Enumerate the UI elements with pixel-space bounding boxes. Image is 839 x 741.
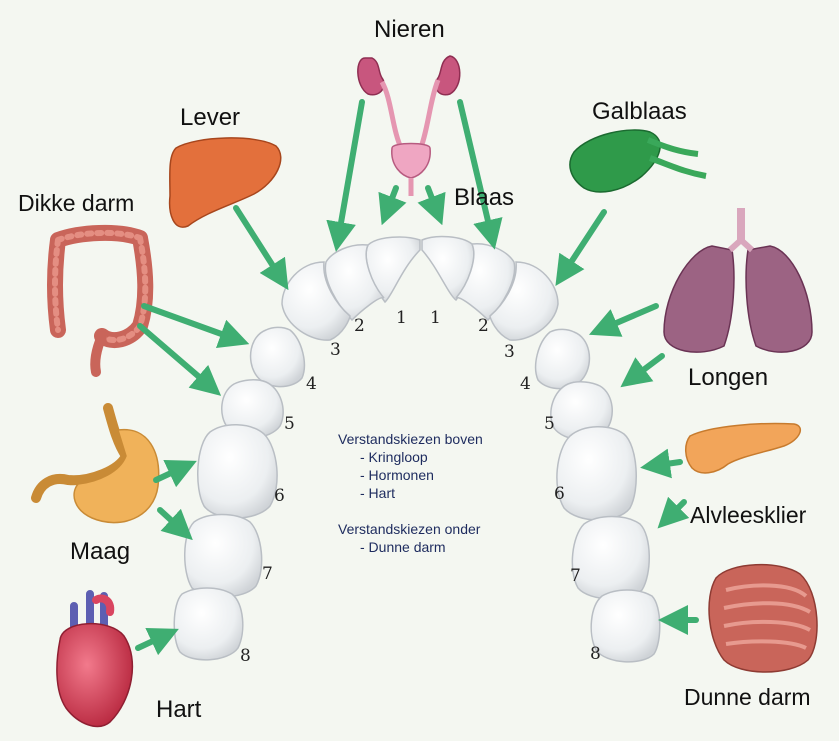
arrow-bladder-right: [428, 188, 438, 214]
arrow-kidney-left: [338, 102, 362, 240]
label-alvleesklier: Alvleesklier: [690, 502, 806, 529]
arrow-pancreas-2: [666, 502, 684, 520]
notes-upper-title: Verstandskiezen boven: [338, 430, 528, 448]
tooth-left-4: [251, 327, 305, 386]
label-dunne-darm: Dunne darm: [684, 684, 811, 711]
tooth-number-left-2: 2: [354, 316, 365, 336]
lungs-icon: [664, 208, 812, 352]
tooth-number-right-2: 2: [478, 316, 489, 336]
notes-lower-item: - Dunne darm: [338, 538, 528, 556]
arrow-pancreas-1: [652, 462, 680, 466]
tooth-number-right-5: 5: [544, 414, 555, 434]
label-blaas: Blaas: [454, 184, 514, 212]
small-intestine-icon: [709, 565, 817, 672]
liver-icon: [170, 138, 281, 227]
arrow-kidney-right: [460, 102, 492, 238]
notes-upper-item: - Kringloop: [338, 448, 528, 466]
label-dikke-darm: Dikke darm: [18, 190, 134, 217]
arrow-large-intestine-2: [140, 326, 212, 388]
tooth-number-left-5: 5: [284, 414, 295, 434]
pancreas-icon: [686, 424, 801, 473]
stomach-icon: [36, 408, 159, 523]
tooth-right-6: [557, 427, 636, 520]
tooth-left-8: [174, 588, 243, 660]
notes-lower-title: Verstandskiezen onder: [338, 520, 528, 538]
tooth-number-left-4: 4: [306, 374, 317, 394]
notes-upper-item: - Hart: [338, 484, 528, 502]
arrow-stomach-1: [156, 466, 186, 480]
tooth-number-left-3: 3: [330, 340, 341, 360]
heart-icon: [57, 594, 133, 726]
label-nieren: Nieren: [374, 16, 445, 44]
tooth-number-right-4: 4: [520, 374, 531, 394]
arrow-liver: [236, 208, 282, 280]
tooth-number-left-6: 6: [274, 486, 285, 506]
arrow-stomach-2: [160, 510, 184, 532]
arrow-gallbladder: [562, 212, 604, 276]
gallbladder-icon: [570, 130, 706, 192]
arrow-lungs-2: [630, 356, 662, 380]
tooth-left-6: [198, 425, 277, 518]
tooth-number-right-1: 1: [430, 308, 441, 328]
label-longen: Longen: [688, 364, 768, 392]
tooth-number-right-6: 6: [554, 484, 565, 504]
tooth-number-left-8: 8: [240, 646, 251, 666]
label-hart: Hart: [156, 696, 201, 724]
tooth-right-8: [591, 590, 660, 662]
tooth-right-4: [536, 329, 590, 388]
tooth-right-7: [572, 517, 649, 599]
large-intestine-icon: [55, 233, 145, 372]
arrow-bladder-left: [386, 188, 396, 214]
notes-upper-item: - Hormonen: [338, 466, 528, 484]
wisdom-teeth-notes: Verstandskiezen boven - Kringloop - Horm…: [338, 430, 528, 556]
label-lever: Lever: [180, 104, 240, 132]
tooth-number-left-1: 1: [396, 308, 407, 328]
tooth-number-right-8: 8: [590, 644, 601, 664]
tooth-number-right-3: 3: [504, 342, 515, 362]
label-galblaas: Galblaas: [592, 98, 687, 126]
arrow-large-intestine-1: [144, 306, 238, 340]
tooth-number-right-7: 7: [570, 566, 581, 586]
kidneys-bladder-icon: [358, 56, 460, 196]
label-maag: Maag: [70, 538, 130, 566]
tooth-number-left-7: 7: [262, 564, 273, 584]
tooth-left-7: [185, 515, 262, 597]
arrow-heart: [138, 634, 168, 648]
arrow-lungs-1: [600, 306, 656, 330]
